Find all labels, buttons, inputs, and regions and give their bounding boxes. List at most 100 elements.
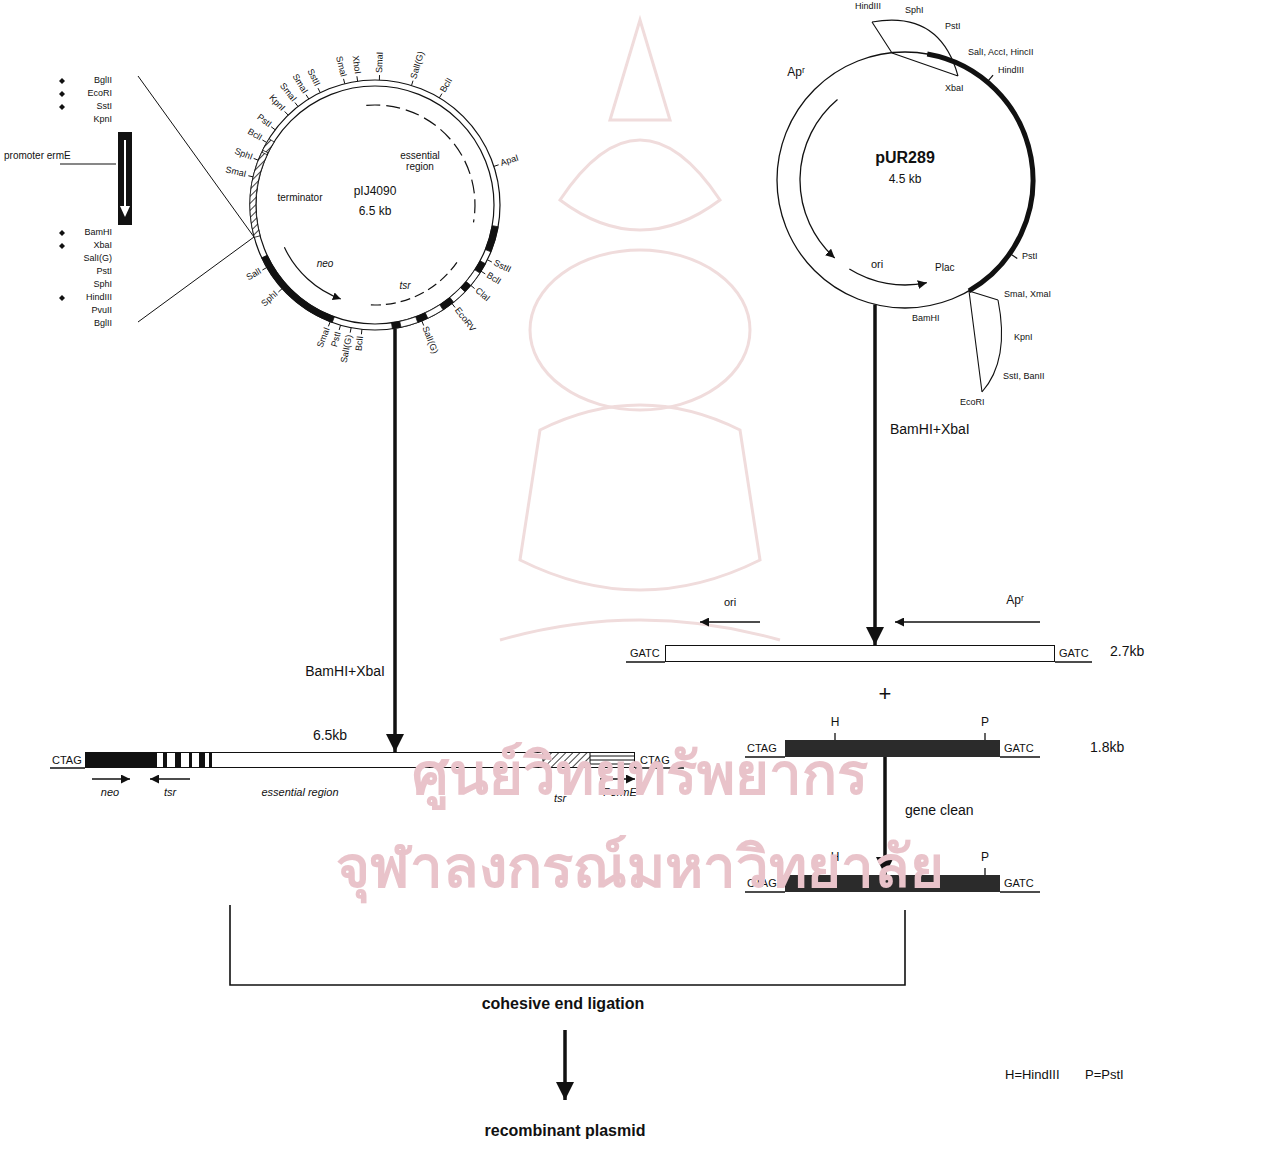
line	[700, 621, 760, 622]
text-label: SalI(G)	[83, 254, 112, 264]
line	[563, 1030, 567, 1100]
site-label: SmaI	[333, 55, 348, 78]
edge-label: BamHI+XbaI	[305, 664, 385, 679]
text-label: HindIII	[998, 66, 1024, 76]
text-label: PvuII	[91, 306, 112, 316]
text-label: SphI	[905, 6, 924, 16]
site-label: BclI	[439, 76, 455, 94]
text-label: GATC	[1004, 742, 1034, 754]
site-label: PstI	[330, 330, 344, 348]
text-label: tsr	[399, 280, 410, 291]
site-label: SalI	[245, 267, 263, 283]
text-label: essential region	[390, 150, 450, 172]
text-label: BglII	[94, 76, 112, 86]
text-label: tsr	[164, 786, 176, 798]
text-label: H=HindIII	[1005, 1068, 1060, 1082]
plasmid-map: pIJ4090 6.5 kb	[247, 77, 503, 333]
line	[138, 237, 254, 322]
text-label: SstI, BanII	[1003, 372, 1045, 382]
site-label: BclI	[245, 127, 263, 143]
text-label: BglII	[94, 319, 112, 329]
watermark: ศูนย์วิทยทรัพยากร	[412, 742, 868, 806]
text-label: recombinant plasmid	[485, 1122, 646, 1140]
text-label: EcoRI	[960, 398, 985, 408]
site-label: SmaI	[375, 52, 386, 73]
text-label: HindIII	[855, 2, 881, 12]
site-label: PstI	[254, 112, 272, 129]
text-label: PstI	[1022, 252, 1038, 262]
node-text: pIJ4090	[354, 185, 397, 198]
text-label: HindIII	[86, 293, 112, 303]
text-label: SalI, AccI, HincII	[968, 48, 1034, 58]
plasmid-map: pUR289 4.5 kb	[774, 49, 1036, 311]
node-text: 6.5kb	[313, 728, 347, 743]
edge-label: gene clean	[905, 803, 974, 818]
watermark-emblem	[500, 20, 780, 640]
node-text: P	[981, 716, 989, 729]
site-label: BclI	[484, 271, 502, 287]
site-label: BclI	[355, 336, 366, 352]
line	[626, 661, 665, 662]
line	[60, 163, 116, 164]
site-label: EcoRV	[452, 306, 477, 334]
text-label: SphI	[93, 280, 112, 290]
line	[92, 778, 130, 779]
edge-label: BamHI+XbaI	[890, 422, 970, 437]
text-label: Apʳ	[1006, 594, 1024, 607]
node-text: pUR289	[875, 149, 935, 167]
text-label: Plac	[935, 262, 954, 273]
text-label: ori	[871, 258, 883, 270]
text-label: BamHI	[912, 314, 940, 324]
arrow-connector	[873, 304, 877, 645]
text-label: BamHI	[84, 228, 112, 238]
text-label: KpnI	[1014, 333, 1033, 343]
line	[1000, 891, 1040, 892]
site-label: SphI	[260, 290, 280, 310]
site-label: SstII	[305, 68, 322, 89]
text-label: terminator	[277, 192, 322, 203]
text-label: neo	[101, 786, 119, 798]
text-label: PstI	[96, 267, 112, 277]
node-text: P	[981, 851, 989, 864]
watermark: จุฬาลงกรณ์มหาวิทยาลัย	[336, 835, 944, 899]
text-label: KpnI	[93, 115, 112, 125]
text-label: P=PstI	[1085, 1068, 1124, 1082]
node-text: 4.5 kb	[889, 173, 922, 186]
text-label: CTAG	[52, 754, 82, 766]
site-label: SmaI	[315, 326, 332, 349]
text-label: SstI	[96, 102, 112, 112]
site-label: ClaI	[473, 286, 492, 304]
site-label: SalI(G)	[409, 50, 427, 80]
text-label: XbaI	[93, 241, 112, 251]
node-text: H	[831, 716, 840, 729]
text-label: GATC	[1059, 647, 1089, 659]
text-label: EcoRI	[87, 89, 112, 99]
dna-fragment: 2.7kb	[665, 645, 1055, 662]
ermE-insert	[59, 76, 254, 322]
site-label: ApaI	[499, 154, 520, 169]
line	[1055, 661, 1092, 662]
node-text: 1.8kb	[1090, 740, 1124, 755]
text-label: ori	[724, 596, 736, 608]
site-label: XhoI	[349, 55, 361, 75]
site-label: SalI(G)	[420, 326, 440, 356]
text-label: neo	[317, 258, 334, 269]
text-label: Apʳ	[787, 66, 805, 79]
site-label: SstII	[491, 258, 512, 275]
text-label: cohesive end ligation	[482, 995, 645, 1013]
ligation-bracket	[230, 905, 905, 1100]
site-label: SmaI	[225, 166, 248, 180]
site-label: SphI	[233, 146, 254, 162]
node-text: 2.7kb	[1110, 644, 1144, 659]
text-label: GATC	[1004, 877, 1034, 889]
text-label: promoter ermE	[4, 150, 71, 161]
arrow-connector	[393, 328, 397, 752]
node-text: 6.5 kb	[359, 205, 392, 218]
dna-fragment-outline	[665, 645, 1055, 662]
line	[150, 778, 190, 779]
text-label: SmaI, XmaI	[1004, 290, 1051, 300]
text-label: +	[879, 682, 892, 706]
line	[895, 621, 1040, 622]
